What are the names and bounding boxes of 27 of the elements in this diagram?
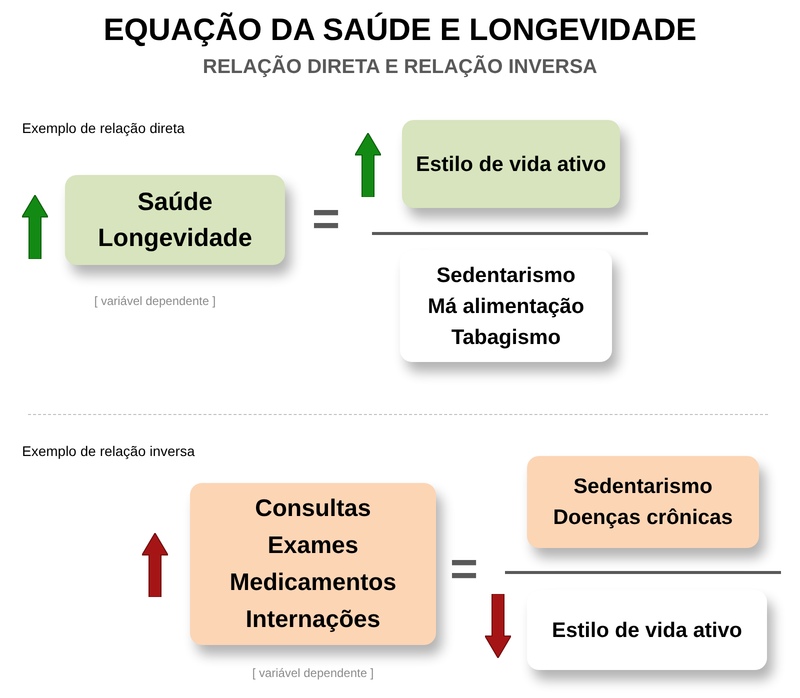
- term-text: Sedentarismo: [574, 474, 712, 500]
- term-text: Exames: [268, 531, 358, 561]
- term-text: Saúde: [137, 187, 213, 218]
- section-label: Exemplo de relação direta: [22, 119, 185, 138]
- term-text: Internações: [246, 605, 380, 635]
- variable-note: [ variável dependente ]: [251, 665, 375, 682]
- term-text: Longevidade: [98, 223, 252, 254]
- equals-sign: =: [450, 546, 478, 594]
- term-text: Doenças crônicas: [553, 505, 733, 531]
- term-text: Estilo de vida ativo: [552, 618, 742, 644]
- variable-note: [ variável dependente ]: [93, 293, 217, 310]
- term-text: Consultas: [254, 494, 371, 524]
- term-box: [65, 175, 285, 265]
- term-box: [402, 120, 620, 208]
- term-box: [190, 483, 436, 645]
- section-label: Exemplo de relação inversa: [22, 442, 195, 461]
- term-text: Sedentarismo: [436, 262, 576, 288]
- term-text: Estilo de vida ativo: [416, 152, 606, 178]
- equals-sign: =: [312, 196, 340, 244]
- term-text: Má alimentação: [428, 294, 584, 320]
- title: EQUAÇÃO DA SAÚDE E LONGEVIDADE: [102, 11, 698, 49]
- term-box: [400, 250, 612, 362]
- subtitle: RELAÇÃO DIRETA E RELAÇÃO INVERSA: [202, 54, 598, 80]
- term-box: [527, 456, 759, 548]
- term-text: Medicamentos: [230, 568, 396, 598]
- term-text: Tabagismo: [451, 324, 561, 350]
- term-box: [527, 590, 767, 670]
